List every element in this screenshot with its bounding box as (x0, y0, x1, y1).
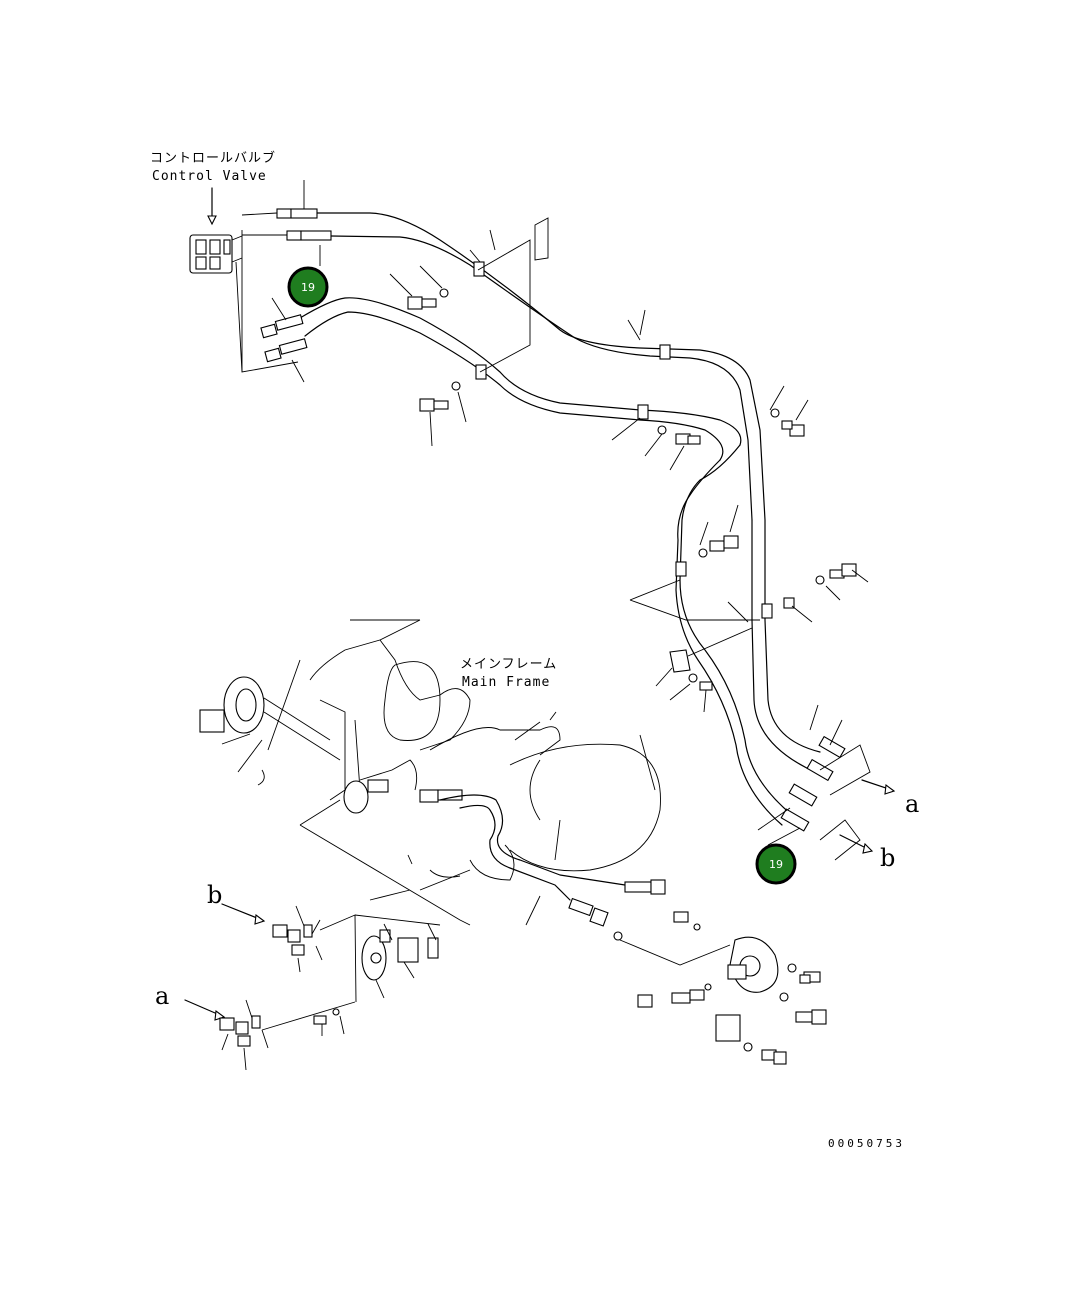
main-frame-assembly (184, 619, 827, 1071)
bolt-group-mid-left (419, 381, 467, 447)
control-valve-label-jp: コントロールバルブ (150, 150, 276, 166)
bolt-group-right (769, 385, 809, 437)
control-valve-label-en: Control Valve (152, 169, 267, 184)
connector-a-upper: a (905, 790, 919, 818)
main-frame-label-jp: メインフレーム (460, 657, 557, 672)
upper-pipe-routing (235, 180, 896, 861)
callout-19-top[interactable]: 19 (287, 266, 329, 308)
connector-b-upper: b (880, 844, 895, 872)
bolt-group-right-lower (783, 563, 869, 623)
callout-19-bottom[interactable]: 19 (755, 843, 797, 885)
connector-a-lower: a (155, 982, 169, 1010)
bolt-group-mid (611, 417, 701, 471)
drawing-code: 00050753 (828, 1137, 905, 1150)
main-frame-label-en: Main Frame (462, 675, 550, 690)
bolt-group-upper-left (389, 265, 449, 310)
callout-19-top-label: 19 (301, 281, 315, 294)
control-valve (189, 187, 243, 274)
bolt-group-right-mid (698, 504, 739, 558)
callout-19-bottom-label: 19 (769, 858, 783, 871)
connector-b-lower: b (207, 881, 222, 909)
